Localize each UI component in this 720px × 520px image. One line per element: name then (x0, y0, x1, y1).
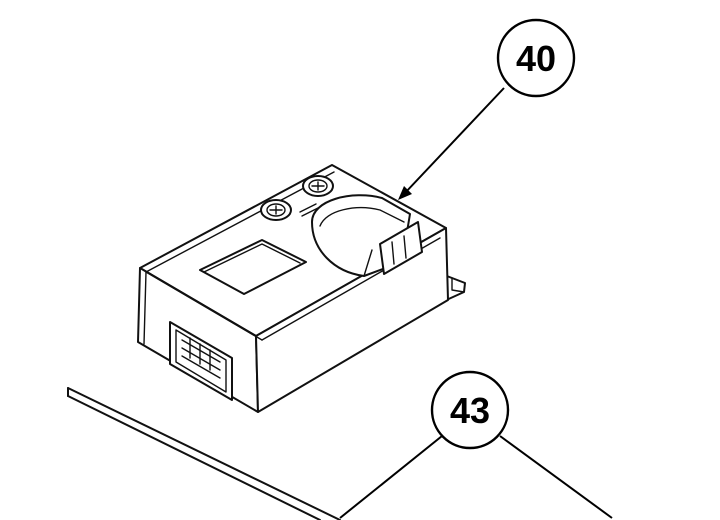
rotary-switch (302, 175, 334, 197)
callout-43-label: 43 (450, 390, 490, 431)
callout-40-label: 40 (516, 38, 556, 79)
rotary-switch (260, 199, 292, 221)
tiny-marking (299, 203, 319, 217)
module-body (137, 164, 449, 413)
label-recess (199, 239, 307, 295)
callout-43: 43 (339, 370, 613, 519)
side-connector (379, 221, 423, 275)
front-connector-port (169, 321, 233, 401)
callout-40: 40 (398, 18, 576, 200)
base-panel (67, 387, 341, 520)
